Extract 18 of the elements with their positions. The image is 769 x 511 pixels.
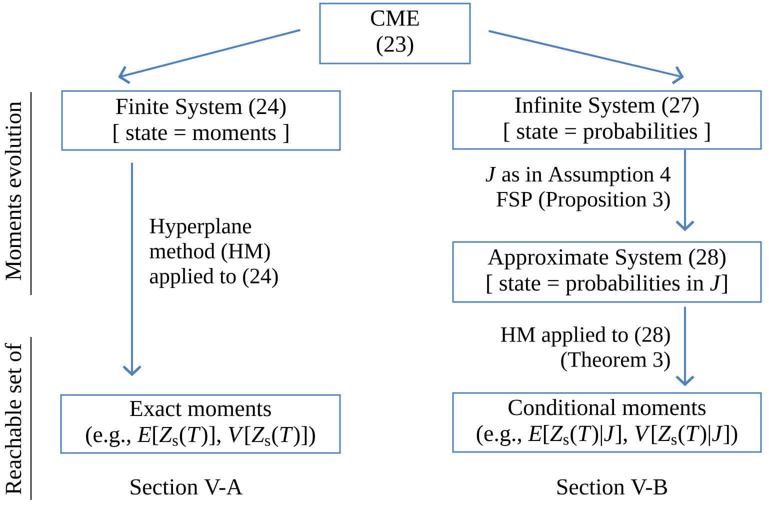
process-box: CME (23) (319, 2, 471, 64)
process-box: Approximate System (28) [ state = probabilities in J] (452, 241, 762, 303)
process-box: Finite System (24) [ state = moments ] (61, 90, 341, 151)
arrow (676, 306, 694, 386)
arrow (488, 30, 684, 84)
process-box: Exact moments (e.g., E[Z$_{s}$(T)], V[Z$_{s}$(T)]) (60, 394, 341, 454)
arrow (122, 162, 142, 376)
process-box: Infinite System (27) [ state = probabilities ] (452, 90, 762, 150)
side-label: Reachable set of (4, 342, 22, 494)
section-label: Section V-A (130, 479, 243, 495)
edge-label: J as in Assumption 4 FSP (Proposition 3) (486, 166, 670, 212)
section-label: Section V-B (557, 479, 668, 495)
process-box: Conditional moments (e.g., E[Z$_{s}$(T)|J], V[Z$_{s}$(T)|J]) (452, 392, 762, 453)
edge-label: Hyperplane method (HM) applied to (24) (150, 218, 278, 288)
arrow (676, 150, 694, 232)
arrow (118, 29, 300, 84)
side-label: Moments evolution (4, 102, 22, 280)
edge-label: HM applied to (28) (Theorem 3) (500, 326, 670, 372)
